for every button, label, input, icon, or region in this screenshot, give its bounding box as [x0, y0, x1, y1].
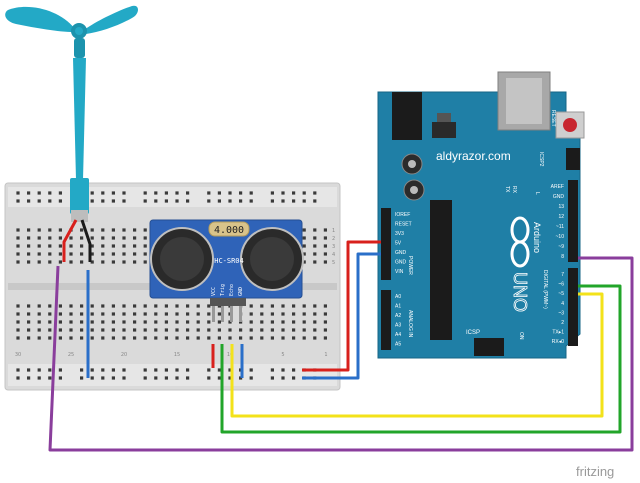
- sensor-pin-gnd: GND: [238, 287, 244, 296]
- power-pin-label: IOREF: [395, 212, 410, 218]
- atmega-chip: [430, 200, 452, 340]
- breadboard-col-number: 1: [324, 352, 327, 358]
- digital-pin-label: TX▸1: [552, 330, 564, 336]
- digital-pin-label: ~5: [558, 291, 564, 297]
- breadboard-col-number: 30: [15, 352, 21, 358]
- digital-pin-label: ~10: [556, 234, 565, 240]
- wire-green-trig: [220, 284, 622, 434]
- digital-section-label: DIGITAL (PWM~): [542, 270, 548, 309]
- digital-pin-label: RX◂0: [552, 339, 564, 345]
- on-label: ON: [518, 332, 524, 340]
- breadboard-row-number: 2: [332, 236, 335, 242]
- breadboard-col-number: 15: [174, 352, 180, 358]
- power-pin-label: GND: [395, 260, 407, 266]
- model-label: UNO: [510, 272, 530, 312]
- analog-pin-label: A5: [395, 342, 401, 348]
- power-pin-label: GND: [395, 250, 407, 256]
- dc-power-jack: [392, 92, 422, 140]
- analog-section-label: ANALOG IN: [407, 310, 413, 338]
- power-section-label: POWER: [407, 256, 413, 275]
- wire-blue-board-gnd: [302, 252, 381, 380]
- arduino-logo: Arduino UNO: [510, 216, 542, 312]
- digital-header-top: [568, 180, 578, 262]
- analog-pin-label: A1: [395, 304, 401, 310]
- icsp2-label: ICSP2: [538, 152, 544, 167]
- analog-pin-label: A3: [395, 323, 401, 329]
- digital-pin-label: ~3: [558, 310, 564, 316]
- digital-pin-label: 4: [561, 301, 564, 307]
- icsp-label: ICSP: [466, 330, 480, 336]
- digital-pin-label: 7: [561, 272, 564, 278]
- breadboard-row-number: 5: [332, 260, 335, 266]
- analog-pin-label: A4: [395, 332, 401, 338]
- wire-fan-black: [80, 219, 92, 262]
- wire-red-5v: [302, 240, 381, 372]
- icsp2-header: [566, 148, 580, 170]
- breadboard-row-number: 1: [332, 228, 335, 234]
- digital-pin-label: 8: [561, 254, 564, 260]
- analog-pin-label: A2: [395, 313, 401, 319]
- breadboard-row-number: 4: [332, 252, 335, 258]
- digital-pin-label: AREF: [551, 184, 564, 190]
- power-pin-label: 5V: [395, 241, 402, 247]
- wire-fan-red: [62, 219, 78, 262]
- wire-yellow-echo: [230, 292, 604, 418]
- fan-blade-right: [84, 5, 138, 34]
- l-label: L: [534, 192, 540, 195]
- breadboard-col-number: 10: [227, 352, 233, 358]
- breadboard-col-number: 25: [68, 352, 74, 358]
- digital-pin-label: ~6: [558, 282, 564, 288]
- power-pin-label: VIN: [395, 269, 404, 275]
- analog-header: [381, 290, 391, 350]
- digital-pin-label: GND: [553, 194, 565, 200]
- sensor-model-label: HC-SR04: [214, 257, 244, 265]
- power-pin-label: 3V3: [395, 231, 404, 237]
- digital-pin-label: ~11: [556, 224, 564, 230]
- arduino-uno-board: RESET aldyrazor.com ICSP2 TX RX L Arduin…: [377, 71, 585, 359]
- power-header: [381, 208, 391, 280]
- breadboard-row-number: 3: [332, 244, 335, 250]
- analog-pin-label: A0: [395, 294, 401, 300]
- fritzing-watermark: fritzing: [576, 464, 614, 479]
- sensor-pin-echo: Echo: [229, 284, 235, 296]
- breadboard-col-number: 5: [281, 352, 284, 358]
- digital-pin-label: 12: [558, 214, 564, 220]
- icsp-header: [474, 338, 504, 356]
- crystal-oscillator: [208, 221, 250, 237]
- ultrasonic-sensor: 4.000 HC-SR04 VCC Trig Echo GND: [149, 219, 304, 322]
- rx-label: RX: [511, 186, 517, 194]
- brand-label: Arduino: [532, 222, 542, 253]
- sensor-display-value: 4.000: [214, 225, 244, 236]
- sensor-pin-trig: Trig: [220, 284, 226, 296]
- usb-fan: [5, 5, 138, 222]
- wires: [48, 219, 634, 452]
- usb-plug: [71, 210, 88, 222]
- fan-stem: [73, 58, 86, 180]
- site-label: aldyrazor.com: [436, 149, 511, 163]
- fan-blade-left: [5, 6, 74, 32]
- breadboard-col-number: 20: [121, 352, 127, 358]
- wire-purple-d8: [48, 256, 634, 452]
- sensor-pin-vcc: VCC: [211, 287, 217, 296]
- reset-label: RESET: [550, 110, 556, 127]
- power-pin-label: RESET: [395, 222, 412, 228]
- digital-pin-label: ~9: [558, 244, 564, 250]
- digital-pin-label: 2: [561, 320, 564, 326]
- digital-pin-label: 13: [558, 204, 564, 210]
- digital-header-bottom: [568, 268, 578, 346]
- tx-label: TX: [504, 186, 510, 193]
